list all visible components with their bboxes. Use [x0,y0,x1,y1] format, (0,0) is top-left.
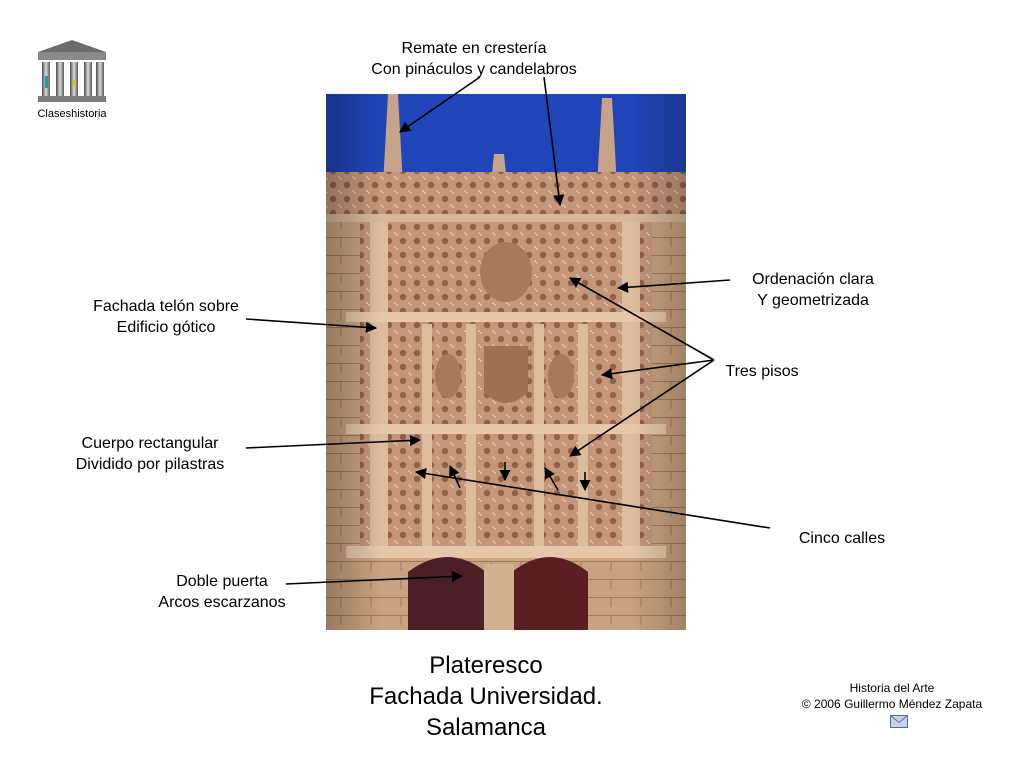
logo-label: Claseshistoria [37,108,107,120]
annotation-cuerpo-line1: Cuerpo rectangular [81,435,219,452]
annotation-doble-puerta-line1: Doble puerta [176,573,268,590]
credit-line1: Historia del Arte [849,681,935,695]
envelope-icon[interactable] [890,715,908,728]
credit: Historia del Arte © 2006 Guillermo Ménde… [776,680,1008,712]
annotation-remate-line2: Con pináculos y candelabros [371,61,577,78]
annotation-doble-puerta: Doble puerta Arcos escarzanos [142,571,302,613]
title-line3: Salamanca [425,714,547,741]
annotation-fachada-telon-line1: Fachada telón sobre [93,298,239,315]
title-line2: Fachada Universidad. [369,683,603,710]
title-line1: Plateresco [429,652,543,679]
greek-temple-logo-icon [38,40,106,102]
annotation-tres-pisos: Tres pisos [712,361,812,382]
annotation-cinco-calles: Cinco calles [782,528,902,549]
annotation-cuerpo: Cuerpo rectangular Dividido por pilastra… [60,433,240,475]
annotation-fachada-telon: Fachada telón sobre Edificio gótico [76,296,256,338]
annotation-fachada-telon-line2: Edificio gótico [116,319,216,336]
annotation-cuerpo-line2: Dividido por pilastras [75,456,225,473]
annotation-ordenacion-line1: Ordenación clara [752,271,874,288]
credit-line2: © 2006 Guillermo Méndez Zapata [801,697,983,711]
annotation-remate: Remate en crestería Con pináculos y cand… [354,38,594,80]
annotation-doble-puerta-line2: Arcos escarzanos [158,594,286,611]
facade-photo [326,94,686,630]
annotation-remate-line1: Remate en crestería [401,40,547,57]
annotation-cinco-calles-line1: Cinco calles [798,530,886,547]
annotation-tres-pisos-line1: Tres pisos [725,363,799,380]
slide-title: Plateresco Fachada Universidad. Salamanc… [330,650,642,743]
annotation-ordenacion: Ordenación clara Y geometrizada [733,269,893,311]
annotation-ordenacion-line2: Y geometrizada [757,292,869,309]
